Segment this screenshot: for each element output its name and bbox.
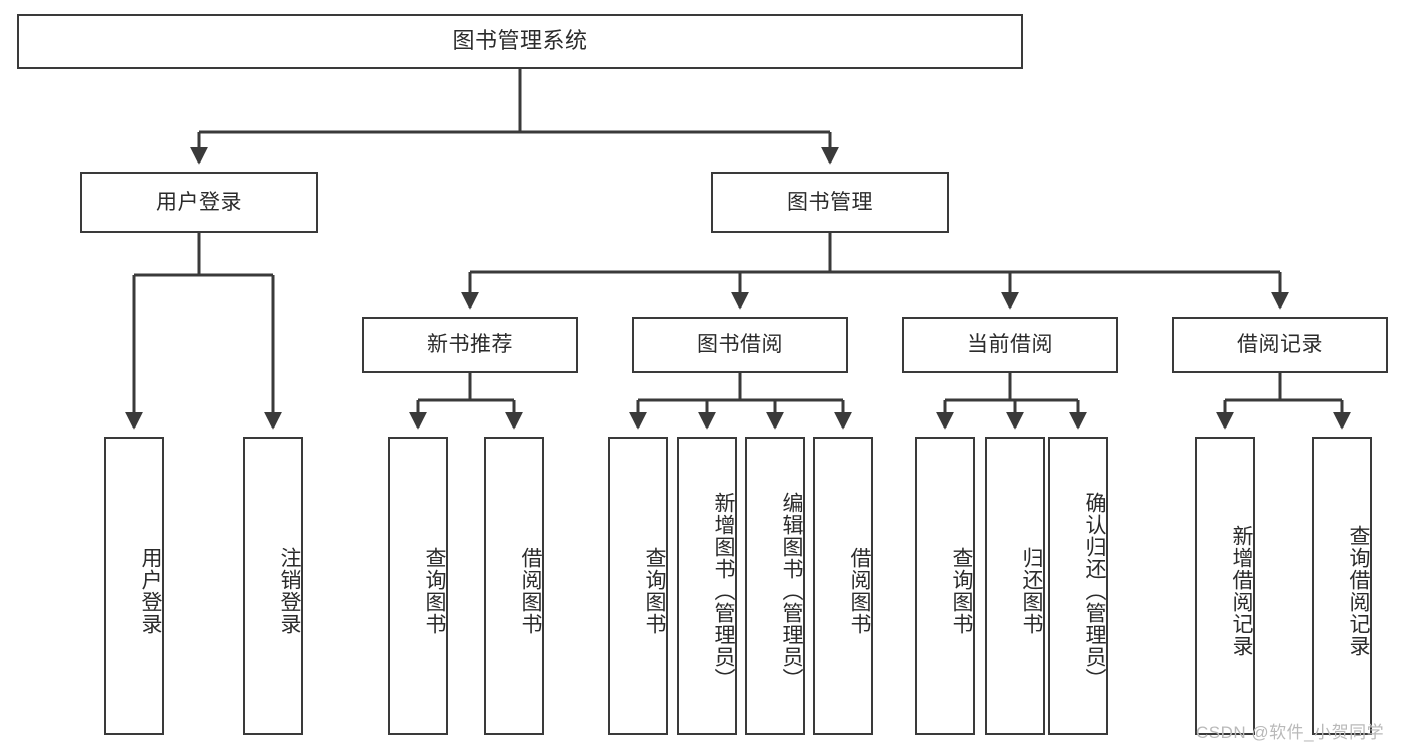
leaf-user-login[interactable]: 用户登录 [104, 437, 164, 735]
node-label: 借阅图书 [848, 547, 871, 635]
node-label: 查询图书 [423, 547, 446, 635]
node-label: 归还图书 [1020, 547, 1043, 635]
node-label: 查询图书 [643, 547, 666, 635]
leaf-return-book[interactable]: 归还图书 [985, 437, 1045, 735]
leaf-query-borrow-record[interactable]: 查询借阅记录 [1312, 437, 1372, 735]
csdn-watermark: CSDN @软件_小贺同学 [1196, 723, 1385, 742]
node-label: 图书借阅 [697, 333, 783, 357]
leaf-borrow-book[interactable]: 借阅图书 [813, 437, 873, 735]
leaf-add-book-admin[interactable]: 新增图书（管理员） [677, 437, 737, 735]
leaf-borrow-book-recommend[interactable]: 借阅图书 [484, 437, 544, 735]
node-book-manage[interactable]: 图书管理 [711, 172, 949, 233]
node-label: 确认归还（管理员） [1083, 492, 1106, 690]
node-label: 查询图书 [950, 547, 973, 635]
node-book-borrow[interactable]: 图书借阅 [632, 317, 848, 373]
leaf-edit-book-admin[interactable]: 编辑图书（管理员） [745, 437, 805, 735]
node-label: 新增图书（管理员） [712, 492, 735, 690]
node-borrow-record[interactable]: 借阅记录 [1172, 317, 1388, 373]
leaf-user-logout[interactable]: 注销登录 [243, 437, 303, 735]
node-label: 借阅图书 [519, 547, 542, 635]
leaf-query-book-recommend[interactable]: 查询图书 [388, 437, 448, 735]
node-label: 当前借阅 [967, 333, 1053, 357]
node-label: 借阅记录 [1237, 333, 1323, 357]
node-root[interactable]: 图书管理系统 [17, 14, 1023, 69]
node-label: 编辑图书（管理员） [780, 492, 803, 690]
node-label: 用户登录 [139, 547, 162, 635]
node-label: 查询借阅记录 [1347, 525, 1370, 657]
node-new-book-recommend[interactable]: 新书推荐 [362, 317, 578, 373]
leaf-query-book-current[interactable]: 查询图书 [915, 437, 975, 735]
node-label: 图书管理 [787, 190, 873, 214]
node-label: 新书推荐 [427, 333, 513, 357]
node-label: 新增借阅记录 [1230, 525, 1253, 657]
leaf-query-book-borrow[interactable]: 查询图书 [608, 437, 668, 735]
leaf-confirm-return-admin[interactable]: 确认归还（管理员） [1048, 437, 1108, 735]
node-label: 注销登录 [278, 547, 301, 635]
node-user-login[interactable]: 用户登录 [80, 172, 318, 233]
leaf-add-borrow-record[interactable]: 新增借阅记录 [1195, 437, 1255, 735]
node-label: 图书管理系统 [452, 28, 588, 54]
node-label: 用户登录 [156, 190, 242, 214]
node-current-borrow[interactable]: 当前借阅 [902, 317, 1118, 373]
